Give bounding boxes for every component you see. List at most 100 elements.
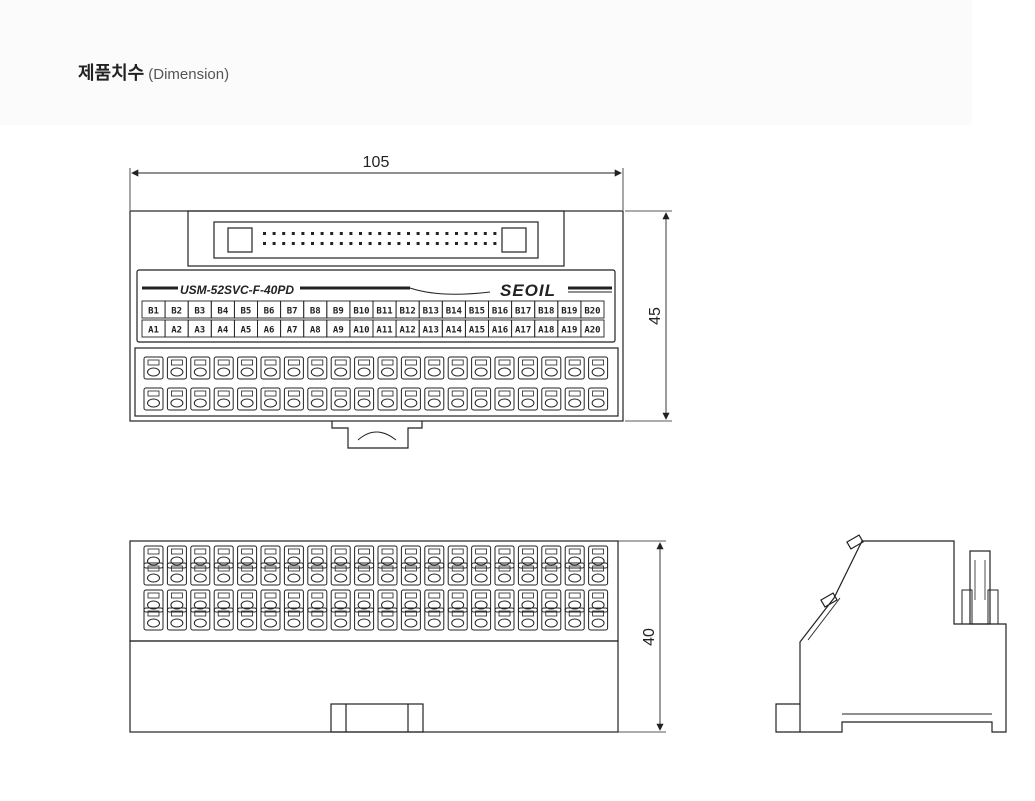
terminal-lever — [241, 390, 254, 397]
side-view — [775, 534, 1007, 733]
terminal-screw — [381, 398, 394, 408]
connector-housing — [187, 210, 565, 267]
connector-pin — [397, 242, 401, 245]
terminal-lever — [428, 592, 441, 599]
terminal-lever — [498, 592, 511, 599]
terminal-lever — [358, 592, 371, 599]
terminal-screw — [381, 618, 394, 628]
terminal-label-b: B1 — [148, 307, 159, 317]
terminal-lever — [217, 359, 230, 366]
terminal-label-b: B9 — [333, 307, 344, 317]
terminal-label-a: A3 — [194, 326, 205, 336]
terminal-screw — [287, 367, 301, 377]
terminal-slot — [166, 607, 187, 631]
terminal-label-a: A9 — [333, 326, 344, 336]
terminal-screw — [544, 573, 558, 583]
side-lever-top — [846, 534, 864, 550]
connector-pin — [330, 232, 334, 235]
connector-pin — [263, 242, 266, 245]
terminal-slot — [354, 387, 375, 411]
terminal-screw — [498, 398, 511, 408]
terminal-slot — [190, 562, 211, 586]
connector-pin — [378, 242, 382, 245]
terminal-lever — [358, 359, 371, 366]
terminal-lever — [194, 359, 207, 366]
terminal-screw — [474, 398, 488, 408]
terminal-lever — [287, 548, 300, 555]
terminal-slot — [237, 387, 258, 411]
terminal-slot — [471, 562, 492, 586]
terminal-label-a: A13 — [423, 326, 439, 336]
terminal-slot — [588, 387, 609, 411]
terminal-slot — [517, 545, 538, 569]
depth-dimension-label: 40 — [641, 628, 658, 646]
connector-pin — [282, 242, 286, 245]
height-dimension-label: 45 — [647, 307, 664, 325]
terminal-slot — [213, 356, 234, 380]
terminal-lever — [358, 565, 371, 572]
terminal-label-a: A2 — [171, 326, 182, 336]
terminal-slot — [471, 589, 492, 613]
connector-pin — [272, 232, 276, 235]
terminal-lever — [498, 565, 511, 572]
terminal-lever — [568, 390, 581, 397]
terminal-screw — [474, 600, 488, 610]
terminal-screw — [193, 367, 207, 377]
terminal-slot — [377, 356, 398, 380]
terminal-screw — [193, 618, 207, 628]
terminal-lever — [194, 390, 207, 397]
terminal-slot — [237, 562, 258, 586]
terminal-label-b: B5 — [241, 307, 252, 317]
terminal-lever — [404, 610, 417, 617]
terminal-lever — [428, 548, 441, 555]
terminal-screw — [451, 600, 465, 610]
terminal-screw — [591, 573, 605, 583]
connector-pin — [339, 242, 343, 245]
terminal-screw — [521, 367, 535, 377]
connector-pin — [378, 232, 382, 235]
terminal-screw — [591, 398, 605, 408]
terminal-slot — [307, 562, 328, 586]
terminal-label-a: A20 — [584, 326, 600, 336]
terminal-slot — [307, 589, 328, 613]
terminal-label-b: B3 — [194, 307, 205, 317]
terminal-lever — [592, 548, 604, 555]
terminal-screw — [381, 556, 394, 566]
terminal-slot — [517, 356, 538, 380]
terminal-label-b: B20 — [584, 307, 600, 317]
terminal-lever — [592, 610, 604, 617]
terminal-screw — [334, 618, 348, 628]
terminal-slot — [190, 589, 211, 613]
terminal-label-b: B17 — [515, 307, 531, 317]
terminal-slot — [494, 387, 515, 411]
terminal-slot — [166, 589, 187, 613]
terminal-screw — [404, 556, 418, 566]
terminal-label-a: A16 — [492, 326, 508, 336]
terminal-screw — [498, 600, 511, 610]
terminal-slot — [447, 562, 468, 586]
terminal-label-a: A11 — [376, 326, 392, 336]
terminal-screw — [381, 367, 394, 377]
connector-pin — [311, 232, 314, 235]
terminal-label-a: A19 — [561, 326, 577, 336]
terminal-slot — [143, 562, 164, 586]
terminal-screw — [147, 600, 160, 610]
terminal-lever — [475, 390, 488, 397]
connector-latch-right — [501, 227, 527, 253]
terminal-slot — [494, 356, 515, 380]
terminal-lever — [381, 359, 394, 366]
connector-pin — [464, 242, 468, 245]
terminal-lever — [451, 592, 464, 599]
terminal-lever — [545, 610, 558, 617]
terminal-screw — [334, 600, 348, 610]
terminal-lever — [592, 390, 604, 397]
terminal-slot — [447, 387, 468, 411]
terminal-slot — [307, 607, 328, 631]
terminal-slot — [400, 607, 421, 631]
connector-pin — [387, 232, 391, 235]
connector-pin — [368, 232, 372, 235]
terminal-screw — [591, 600, 605, 610]
terminal-lever — [451, 610, 464, 617]
terminal-slot — [541, 545, 562, 569]
terminal-lever — [522, 359, 534, 366]
